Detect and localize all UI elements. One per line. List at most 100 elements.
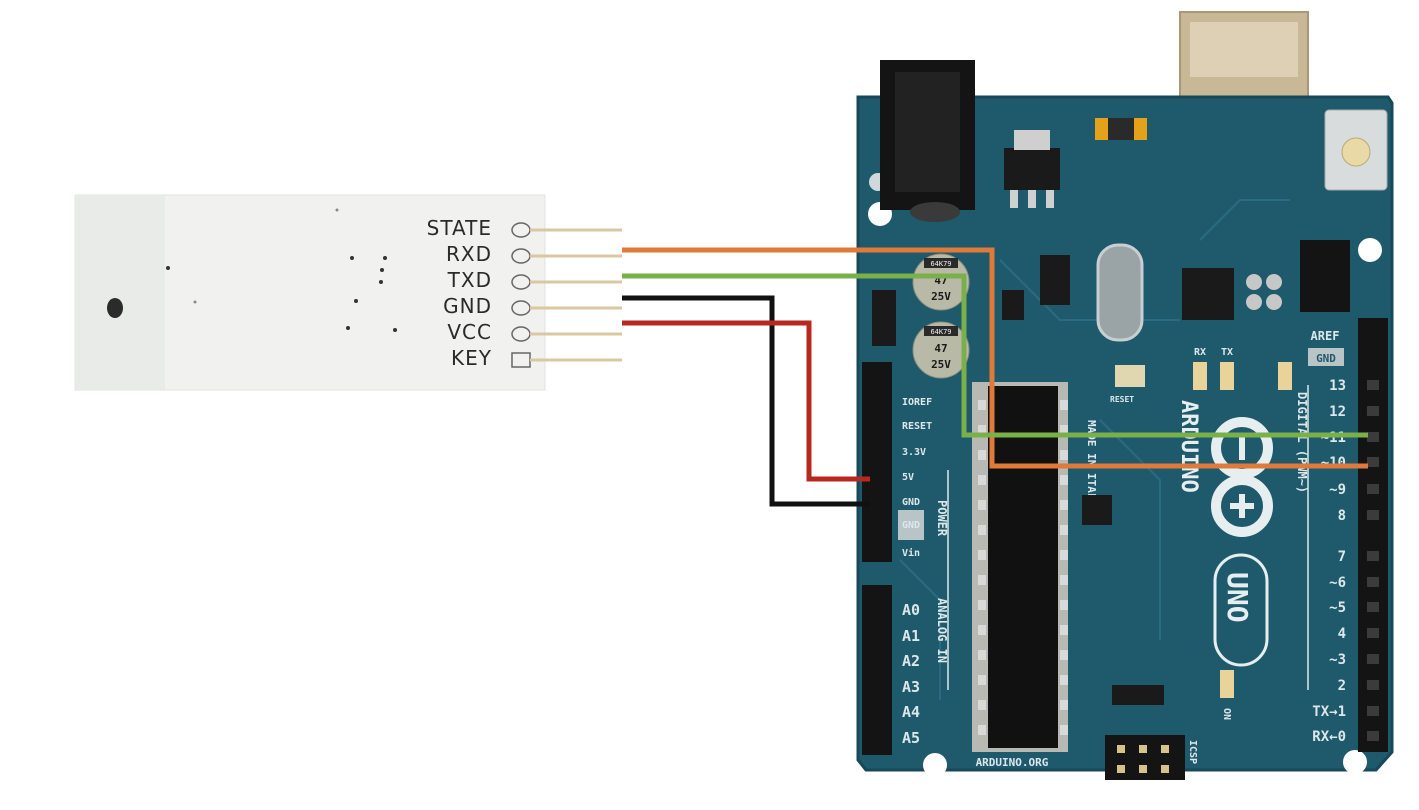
chip-leg — [978, 650, 986, 660]
smd-part — [1112, 685, 1164, 705]
digital-pin-label: 7 — [1338, 549, 1346, 565]
analog-pin-label: A0 — [902, 601, 920, 619]
capacitor-brand: 64K79 — [930, 328, 951, 336]
digital-pin-hole[interactable] — [1367, 680, 1379, 690]
chip-leg — [978, 400, 986, 410]
icsp-pin[interactable] — [1161, 745, 1169, 753]
icsp-header-top — [1300, 240, 1350, 312]
chip-leg — [1060, 725, 1068, 735]
digital-header-label: DIGITAL (PWM~) — [1295, 392, 1309, 493]
gnd-label-bg — [1308, 348, 1344, 366]
digital-pin-hole[interactable] — [1367, 731, 1379, 741]
arduino-uno: 64K79 47 25V 64K79 47 25V RX — [856, 11, 1394, 780]
gnd-pin-badge — [898, 510, 924, 540]
diode — [872, 290, 896, 346]
chip-leg — [978, 500, 986, 510]
pin-label-rxd: RXD — [446, 242, 492, 266]
analog-header — [862, 585, 892, 755]
module-dot — [350, 256, 354, 260]
digital-pin-hole[interactable] — [1367, 484, 1379, 494]
wire-txd-to-d11 — [622, 273, 1368, 438]
pin-label-state: STATE — [427, 216, 492, 240]
pin-label-gnd: GND — [443, 294, 492, 318]
capacitor-stripe — [924, 326, 958, 336]
capacitor-stripe — [924, 258, 958, 268]
chip-leg — [978, 725, 986, 735]
chip-leg — [1060, 675, 1068, 685]
regulator-leg — [1028, 190, 1036, 208]
wire-gnd-to-gnd — [622, 295, 870, 507]
power-pin-label: 3.3V — [902, 447, 926, 458]
digital-pin-hole[interactable] — [1367, 406, 1379, 416]
analog-header-label: ANALOG IN — [935, 598, 949, 663]
chip-leg — [1060, 425, 1068, 435]
digital-pin-hole[interactable] — [1367, 602, 1379, 612]
power-pin-label: GND — [902, 497, 920, 508]
crystal-oscillator — [1096, 243, 1144, 342]
power-pin-label: Vin — [902, 547, 920, 559]
solder-jumper — [1246, 274, 1282, 310]
logo-ring-top — [1211, 417, 1273, 479]
module-dot — [335, 208, 339, 212]
digital-pin-label: 8 — [1338, 508, 1346, 524]
fuse-center — [1108, 118, 1134, 140]
pin-label-key: KEY — [451, 346, 492, 370]
rx-led-label: RX — [1194, 347, 1206, 358]
pcb-trace — [1199, 199, 1290, 241]
power-header-label: POWER — [935, 500, 949, 537]
wires — [622, 247, 1368, 507]
icsp-pin[interactable] — [1117, 765, 1125, 773]
jumper-pad — [1246, 294, 1262, 310]
digital-pin-label: ~5 — [1329, 600, 1346, 616]
gnd-top-label: GND — [1316, 352, 1336, 365]
digital-pin-hole[interactable] — [1367, 577, 1379, 587]
logo-ring-bottom — [1211, 475, 1273, 537]
icsp-pin[interactable] — [1139, 745, 1147, 753]
digital-pin-label: ~3 — [1329, 652, 1346, 668]
analog-pin-label: A3 — [902, 678, 920, 696]
digital-pin-label: 2 — [1338, 678, 1346, 694]
wire-vcc-to-5v — [622, 320, 870, 482]
dc-jack-bottom — [910, 202, 960, 222]
icsp-label: ICSP — [1187, 740, 1198, 764]
digital-pin-hole[interactable] — [1367, 457, 1379, 467]
pcb-trace — [899, 559, 941, 700]
icsp-header — [1105, 735, 1185, 780]
tx-led-label: TX — [1221, 347, 1233, 358]
digital-pin-hole[interactable] — [1367, 706, 1379, 716]
digital-pin-label: ~11 — [1321, 430, 1346, 446]
digital-pin-hole[interactable] — [1367, 551, 1379, 561]
digital-pin-hole[interactable] — [1367, 432, 1379, 442]
module-dot — [379, 280, 383, 284]
mount-hole — [1358, 238, 1382, 262]
bluetooth-module: STATE RXD TXD GND VCC KEY — [74, 194, 622, 391]
chip-leg — [978, 475, 986, 485]
digital-header — [1358, 318, 1388, 752]
pcb-trace — [1099, 419, 1161, 640]
digital-pin-hole[interactable] — [1367, 380, 1379, 390]
chip-leg — [978, 700, 986, 710]
digital-pin-hole[interactable] — [1367, 510, 1379, 520]
smd-part — [1115, 365, 1145, 387]
analog-pin-label: A4 — [902, 703, 920, 721]
icsp-pin[interactable] — [1161, 765, 1169, 773]
chip-legs — [978, 400, 1068, 735]
atmega328-chip — [988, 386, 1058, 748]
icsp-pin[interactable] — [1139, 765, 1147, 773]
chip-leg — [978, 425, 986, 435]
uno-badge — [1213, 553, 1269, 667]
power-header — [862, 362, 892, 562]
chip-leg — [978, 550, 986, 560]
capacitor-1: 64K79 47 25V — [912, 253, 970, 311]
chip-leg — [978, 575, 986, 585]
digital-pin-hole[interactable] — [1367, 628, 1379, 638]
mount-hole — [107, 298, 123, 318]
mount-hole — [1343, 750, 1367, 774]
chip-leg — [978, 600, 986, 610]
reset-button-cap[interactable] — [1341, 137, 1371, 167]
aref-label: AREF — [1311, 329, 1340, 343]
digital-pin-hole[interactable] — [1367, 654, 1379, 664]
icsp-pin[interactable] — [1117, 745, 1125, 753]
